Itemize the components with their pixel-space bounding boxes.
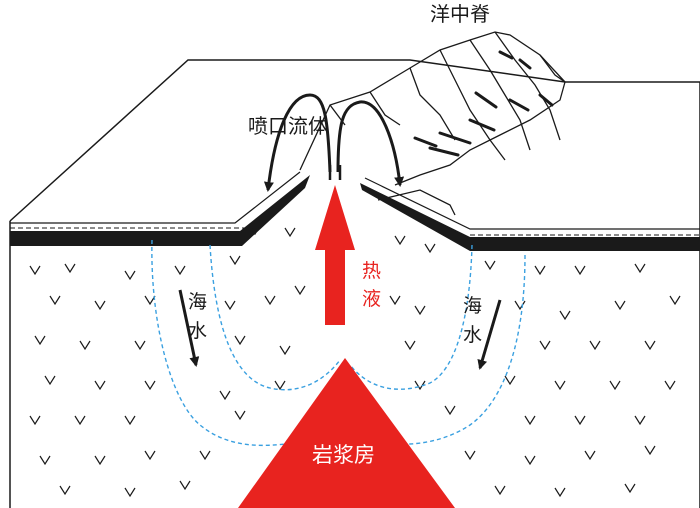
seawater-right-label-2: 水 <box>463 324 483 346</box>
crust-texture-mark <box>219 390 231 401</box>
crust-texture-mark <box>229 255 241 266</box>
crust-texture-mark <box>74 415 86 426</box>
crust-texture-mark <box>144 380 156 391</box>
crust-texture-mark <box>199 450 211 461</box>
crust-texture-mark <box>49 295 61 306</box>
crust-texture-mark <box>634 415 646 426</box>
crust-texture-mark <box>279 345 291 356</box>
crust-texture-mark <box>134 340 146 351</box>
crust-texture-mark <box>534 265 546 276</box>
magma-chamber-label: 岩浆房 <box>312 443 375 467</box>
seawater-left-label-2: 水 <box>188 320 208 342</box>
crust-texture-mark <box>44 375 56 386</box>
crust-texture-mark <box>394 235 406 246</box>
seafloor-surface-outline <box>9 59 700 231</box>
crust-block-front <box>9 221 700 508</box>
seawater-downflow-arrows <box>178 289 502 370</box>
crust-texture-mark <box>29 415 41 426</box>
ridge-label: 洋中脊 <box>430 2 490 26</box>
seafloor-layer-left <box>10 175 310 246</box>
vent-fluid-label: 喷口流体 <box>248 114 328 138</box>
crust-texture-mark <box>624 483 636 494</box>
crust-texture-mark <box>484 260 496 271</box>
crust-texture-mark <box>414 380 426 391</box>
crust-texture-mark <box>144 295 156 306</box>
crust-texture-mark <box>39 455 51 466</box>
crust-texture-mark <box>614 300 626 311</box>
hot-fluid-label-2: 液 <box>362 288 382 310</box>
seawater-right-label-1: 海 <box>463 295 483 317</box>
crust-texture-mark <box>669 295 681 306</box>
crust-texture-mark <box>94 380 106 391</box>
crust-texture-mark <box>644 445 656 456</box>
crust-texture-mark <box>294 285 306 296</box>
crust-texture-mark <box>124 415 136 426</box>
crust-texture-mark <box>284 227 296 238</box>
vent-fluid-arrows <box>263 93 405 192</box>
crust-texture-mark <box>504 375 516 386</box>
crust-texture-mark <box>609 380 621 391</box>
ridge-relief <box>299 31 566 216</box>
crust-texture-mark <box>574 265 586 276</box>
crust-texture-mark <box>224 300 236 311</box>
ridge-strike-marks <box>413 50 554 157</box>
hot-fluid-label-1: 热 <box>362 260 382 282</box>
crust-texture-mark <box>274 380 286 391</box>
hot-fluid-arrow <box>315 185 355 325</box>
crust-texture-mark <box>59 485 71 496</box>
crust-texture-mark <box>144 450 156 461</box>
crust-texture-mark <box>424 243 436 254</box>
crust-texture-mark <box>554 487 566 498</box>
crust-texture-mark <box>264 295 276 306</box>
crust-texture-mark <box>124 270 136 281</box>
crust-texture-mark <box>174 265 186 276</box>
crust-texture-mark <box>34 335 46 346</box>
magma-chamber <box>238 358 455 508</box>
crust-texture-mark <box>444 405 456 416</box>
crust-texture-mark <box>554 380 566 391</box>
crust-texture-mark <box>79 340 91 351</box>
crust-texture-mark <box>664 380 676 391</box>
crust-texture-mark <box>234 410 246 421</box>
crust-texture-marks <box>29 225 681 498</box>
crust-texture-mark <box>494 485 506 496</box>
vent-mouth <box>328 165 342 180</box>
crust-texture-mark <box>94 300 106 311</box>
crust-texture-mark <box>524 455 536 466</box>
crust-texture-mark <box>644 340 656 351</box>
crust-texture-mark <box>584 450 596 461</box>
seafloor-layer-right <box>360 183 700 251</box>
crust-texture-mark <box>574 415 586 426</box>
crust-texture-mark <box>179 480 191 491</box>
crust-texture-mark <box>524 415 536 426</box>
crust-texture-mark <box>634 263 646 274</box>
crust-texture-mark <box>64 263 76 274</box>
crust-texture-mark <box>404 340 416 351</box>
crust-texture-mark <box>514 300 526 311</box>
crust-texture-mark <box>234 335 246 346</box>
crust-texture-mark <box>124 487 136 498</box>
crust-texture-mark <box>539 340 551 351</box>
crust-texture-mark <box>29 265 41 276</box>
crust-texture-mark <box>414 305 426 316</box>
crust-texture-mark <box>464 450 476 461</box>
crust-texture-mark <box>559 310 571 321</box>
crust-texture-mark <box>389 295 401 306</box>
crust-texture-mark <box>94 455 106 466</box>
crust-texture-mark <box>249 225 261 236</box>
crust-texture-mark <box>589 340 601 351</box>
seawater-left-label-1: 海 <box>188 291 208 313</box>
